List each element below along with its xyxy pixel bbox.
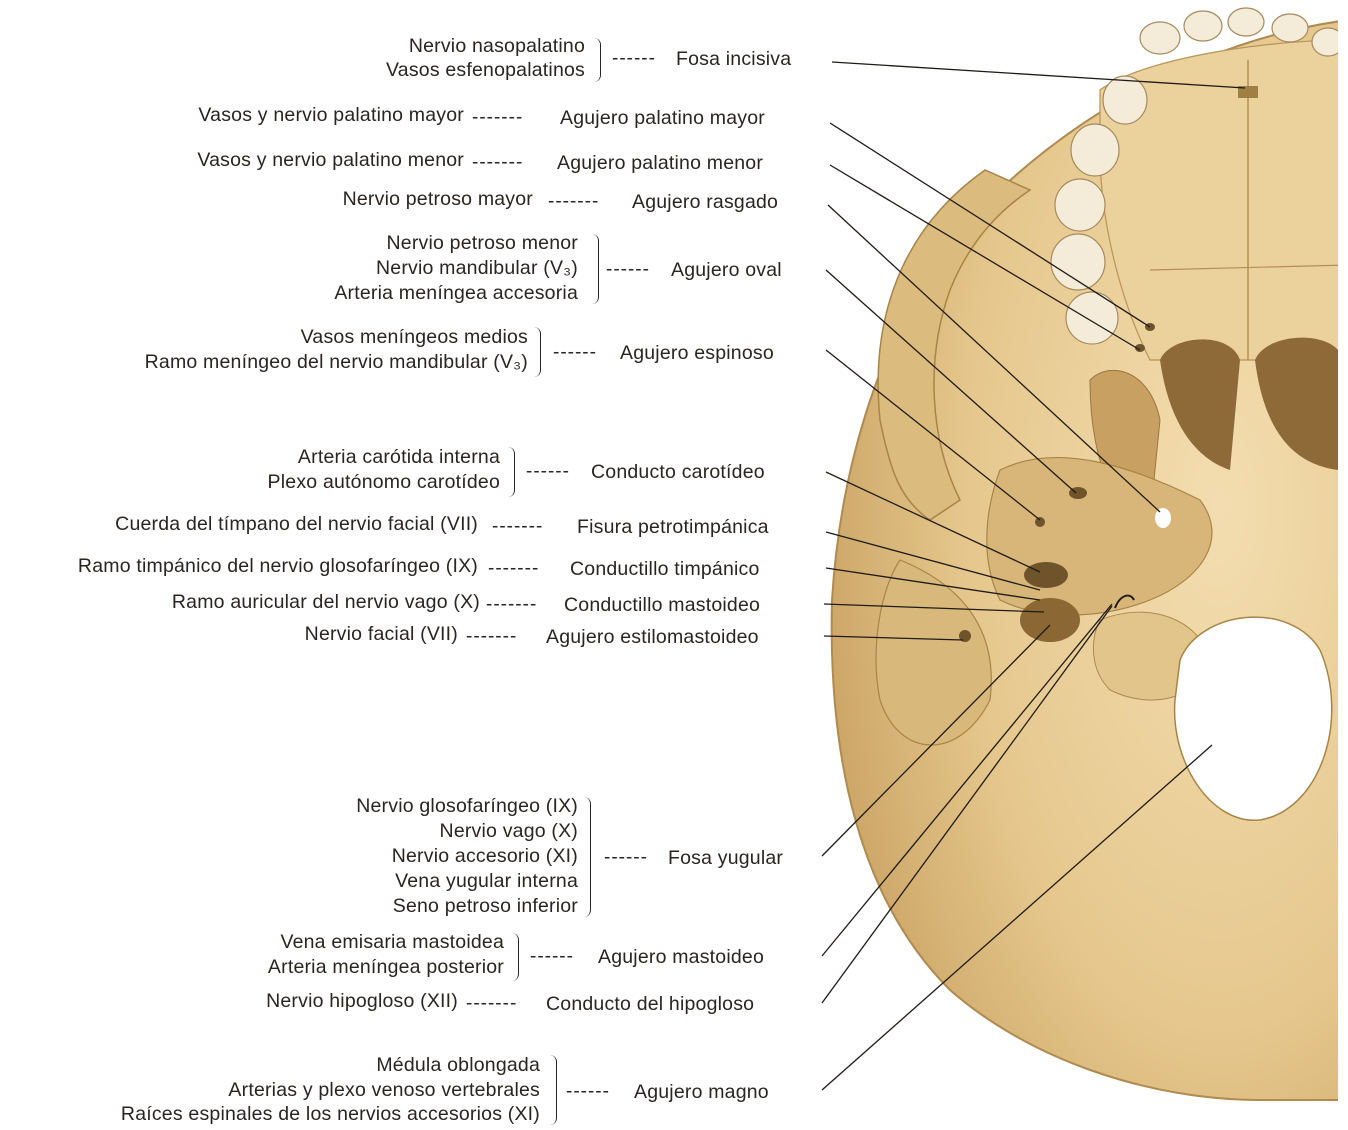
foramen-mastoid: Agujero mastoideo (598, 945, 764, 969)
label-accessory-meningeal: Arteria meníngea accesoria (250, 281, 578, 305)
foramen-petrotympanic-fissure: Fisura petrotimpánica (577, 515, 769, 539)
brace (534, 327, 541, 377)
dash-connector: ------- (488, 557, 539, 581)
brace (592, 234, 599, 304)
label-greater-petrosal: Nervio petroso mayor (240, 187, 533, 211)
label-hypoglossal-nerve: Nervio hipogloso (XII) (200, 989, 458, 1013)
dash-connector: ------ (606, 258, 650, 282)
foramen-tympanic-canaliculus: Conductillo timpánico (570, 557, 760, 581)
foramen-greater-palatine: Agujero palatino mayor (560, 106, 765, 130)
dash-connector: ------ (612, 47, 656, 71)
brace (584, 797, 591, 917)
dash-connector: ------ (526, 460, 570, 484)
label-middle-meningeal: Vasos meníngeos medios (60, 325, 528, 349)
label-internal-carotid: Arteria carótida interna (200, 445, 500, 469)
brace (550, 1055, 557, 1125)
dash-connector: ------ (553, 341, 597, 365)
label-medulla-oblongata: Médula oblongada (40, 1053, 540, 1077)
label-facial-nerve: Nervio facial (VII) (200, 622, 458, 646)
foramen-carotid-canal: Conducto carotídeo (591, 460, 765, 484)
foramen-lacerum: Agujero rasgado (632, 190, 778, 214)
foramen-spinosum: Agujero espinoso (620, 341, 774, 365)
label-greater-palatine: Vasos y nervio palatino mayor (100, 103, 464, 127)
brace (594, 38, 601, 82)
dash-connector: ------- (466, 625, 517, 649)
label-accessory-nerve: Nervio accesorio (XI) (260, 844, 578, 868)
label-auricular-branch-vagus: Ramo auricular del nervio vago (X) (80, 590, 480, 614)
foramen-mastoid-canaliculus: Conductillo mastoideo (564, 593, 760, 617)
label-carotid-plexus: Plexo autónomo carotídeo (200, 470, 500, 494)
foramen-ovale: Agujero oval (671, 258, 782, 282)
label-posterior-meningeal: Arteria meníngea posterior (200, 955, 504, 979)
label-lesser-petrosal: Nervio petroso menor (250, 231, 578, 255)
dash-connector: ------ (530, 945, 574, 969)
dash-connector: ------- (486, 593, 537, 617)
foramen-lesser-palatine: Agujero palatino menor (557, 151, 763, 175)
dash-connector: ------- (466, 992, 517, 1016)
label-tympanic-branch: Ramo timpánico del nervio glosofaríngeo … (4, 554, 478, 578)
label-accessory-spinal-roots: Raíces espinales de los nervios accesori… (40, 1102, 540, 1126)
brace (508, 447, 515, 497)
foramen-incisive-fossa: Fosa incisiva (676, 47, 791, 71)
dash-connector: ------- (492, 515, 543, 539)
foramen-jugular-fossa: Fosa yugular (668, 846, 783, 870)
foramen-magnum-label: Agujero magno (634, 1080, 769, 1104)
label-meningeal-branch: Ramo meníngeo del nervio mandibular (V₃) (60, 350, 528, 374)
label-inferior-petrosal-sinus: Seno petroso inferior (260, 894, 578, 918)
foramen-hypoglossal-canal: Conducto del hipogloso (546, 992, 754, 1016)
dash-connector: ------ (604, 846, 648, 870)
label-internal-jugular: Vena yugular interna (260, 869, 578, 893)
dash-connector: ------- (472, 106, 523, 130)
label-glossopharyngeal: Nervio glosofaríngeo (IX) (260, 794, 578, 818)
label-mandibular-nerve: Nervio mandibular (V₃) (250, 256, 578, 280)
label-vagus: Nervio vago (X) (260, 819, 578, 843)
dash-connector: ------- (548, 190, 599, 214)
label-nasopalatine-nerve: Nervio nasopalatino (300, 34, 585, 58)
dash-connector: ------ (566, 1080, 610, 1104)
dash-connector: ------- (472, 151, 523, 175)
foramen-stylomastoid: Agujero estilomastoideo (546, 625, 759, 649)
brace (512, 933, 519, 981)
label-vertebral-vessels: Arterias y plexo venoso vertebrales (40, 1078, 540, 1102)
label-sphenopalatine-vessels: Vasos esfenopalatinos (300, 58, 585, 82)
label-chorda-tympani: Cuerda del tímpano del nervio facial (VI… (30, 512, 478, 536)
label-lesser-palatine: Vasos y nervio palatino menor (100, 148, 464, 172)
label-mastoid-emissary: Vena emisaria mastoidea (200, 930, 504, 954)
